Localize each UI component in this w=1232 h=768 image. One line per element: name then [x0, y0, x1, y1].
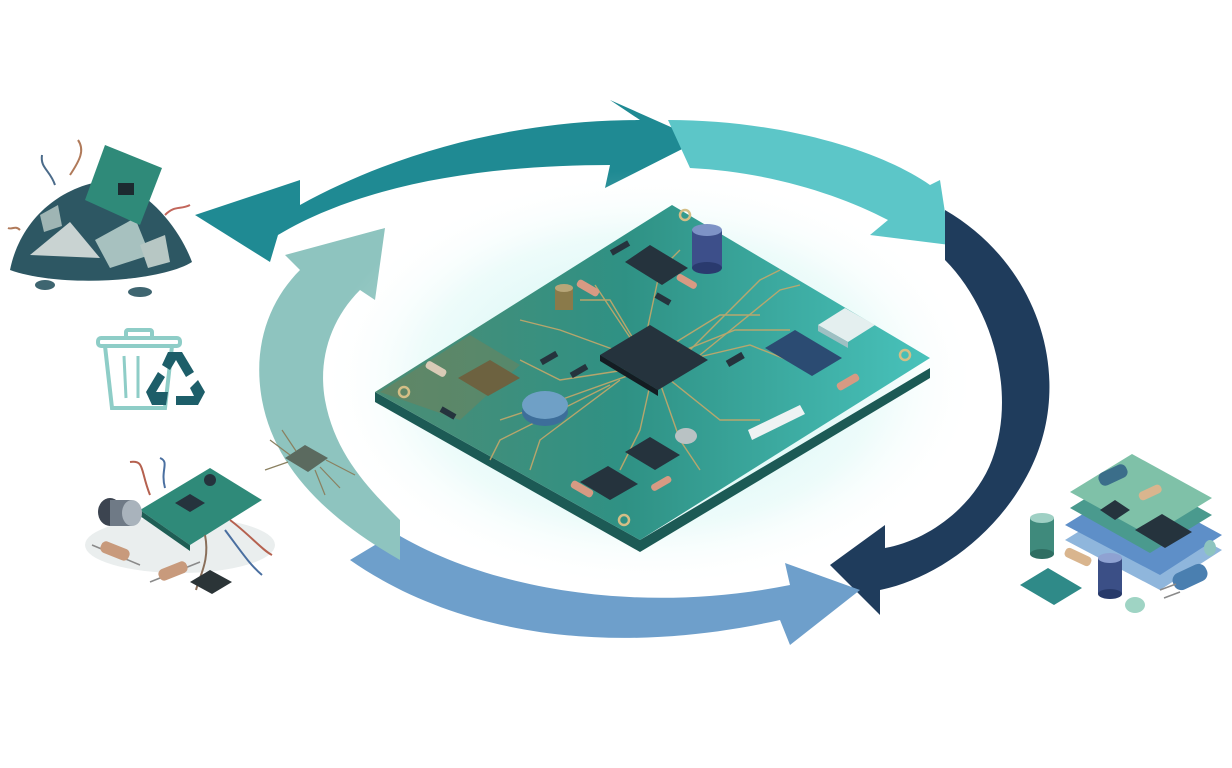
- small-chip-icon: [264, 429, 356, 496]
- loose-chip: [1020, 568, 1082, 605]
- rusty-ic: [458, 360, 520, 396]
- ic-top: [625, 245, 688, 285]
- circuit-board: [375, 205, 930, 552]
- capacitor-small: [555, 284, 573, 310]
- arrow-bottom: [350, 533, 860, 645]
- module-bottom: [580, 466, 638, 500]
- loose-capacitor-3: [1159, 563, 1208, 599]
- arrow-top-right: [668, 120, 950, 245]
- smd-parts: [439, 240, 745, 420]
- ic-bottom: [625, 437, 680, 470]
- ic-right: [765, 330, 842, 376]
- resistors: [425, 273, 860, 498]
- arrow-top-left: [195, 100, 700, 262]
- loose-capacitor-1: [1030, 513, 1054, 559]
- mounting-holes: [397, 208, 912, 527]
- loose-ic: [190, 570, 232, 594]
- loose-bead-small: [1204, 540, 1216, 556]
- trimmer-pot: [675, 428, 697, 444]
- arrow-left: [259, 228, 400, 560]
- capacitor-electrolytic: [692, 224, 722, 274]
- dismantled-board-icon: [85, 457, 275, 594]
- cpu-chip: [600, 325, 708, 396]
- recycle-symbol-icon: [146, 352, 205, 405]
- loose-resistor-right: [1064, 547, 1092, 567]
- recycle-bin-icon: [96, 328, 205, 410]
- loose-resistor: [91, 541, 201, 583]
- arrow-right: [830, 210, 1050, 615]
- coil-component: [98, 498, 142, 526]
- capacitor-blue: [522, 391, 568, 426]
- loose-capacitor-2: [1098, 553, 1122, 599]
- crystal-oscillator: [818, 308, 875, 348]
- connector-strip: [748, 405, 805, 440]
- e-waste-pile-icon: [7, 139, 192, 297]
- component-stack-icon: [1020, 454, 1222, 613]
- loose-bead: [1125, 597, 1145, 613]
